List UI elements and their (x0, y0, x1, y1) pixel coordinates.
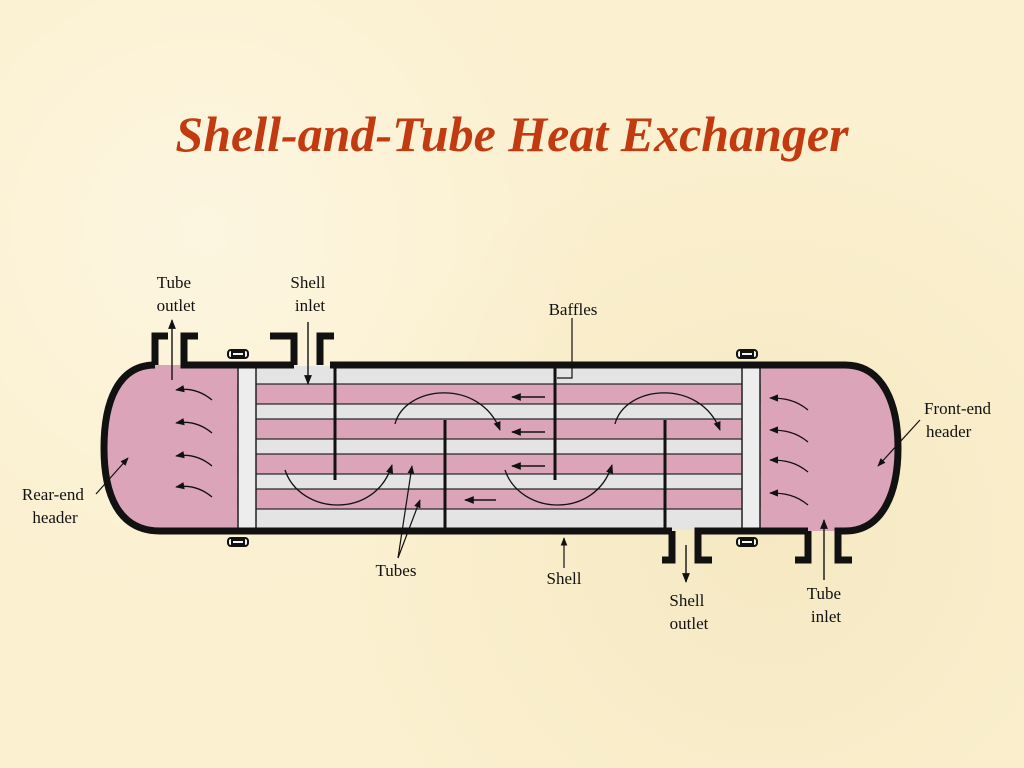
baffles (333, 366, 667, 530)
shell-inlet-nozzle (270, 332, 298, 365)
header-flow-arrows (175, 385, 809, 506)
tube-flow-arrows (464, 393, 545, 504)
bolt-icon (227, 349, 249, 359)
shell-outlet-label: Shell outlet (669, 591, 708, 633)
bolt-icon (736, 537, 758, 547)
shell-outline (100, 361, 902, 535)
tube-sheet-left (237, 365, 257, 531)
tubes-label: Tubes (376, 561, 417, 580)
shell-flow-arrows (284, 392, 721, 506)
shell-outlet-nozzle (662, 531, 676, 564)
shell-inlet-label: Shell inlet (290, 273, 329, 315)
bolt-icon (736, 349, 758, 359)
tube (237, 383, 761, 405)
tube-outlet-label: Tube outlet (157, 273, 196, 315)
leader-lines (95, 318, 921, 568)
tube-inlet-nozzle (795, 531, 812, 564)
bolt-icon (227, 537, 249, 547)
shell-label: Shell (547, 569, 582, 588)
flange-bolts (227, 349, 758, 547)
tube-sheet-right (741, 365, 761, 531)
front-end-header-chamber (760, 365, 898, 531)
rear-end-header-label: Rear-end header (22, 485, 88, 527)
rear-end-header-chamber (104, 365, 238, 531)
tube (237, 453, 761, 475)
tube (237, 488, 761, 510)
nozzles (151, 332, 852, 564)
baffles-label: Baffles (549, 300, 598, 319)
tube-inlet-label: Tube inlet (807, 584, 846, 626)
tube-outlet-nozzle (151, 332, 168, 365)
nozzle-flow-arrows (168, 319, 828, 583)
front-end-header-label: Front-end header (924, 399, 995, 441)
slide-title: Shell-and-Tube Heat Exchanger (175, 106, 849, 162)
